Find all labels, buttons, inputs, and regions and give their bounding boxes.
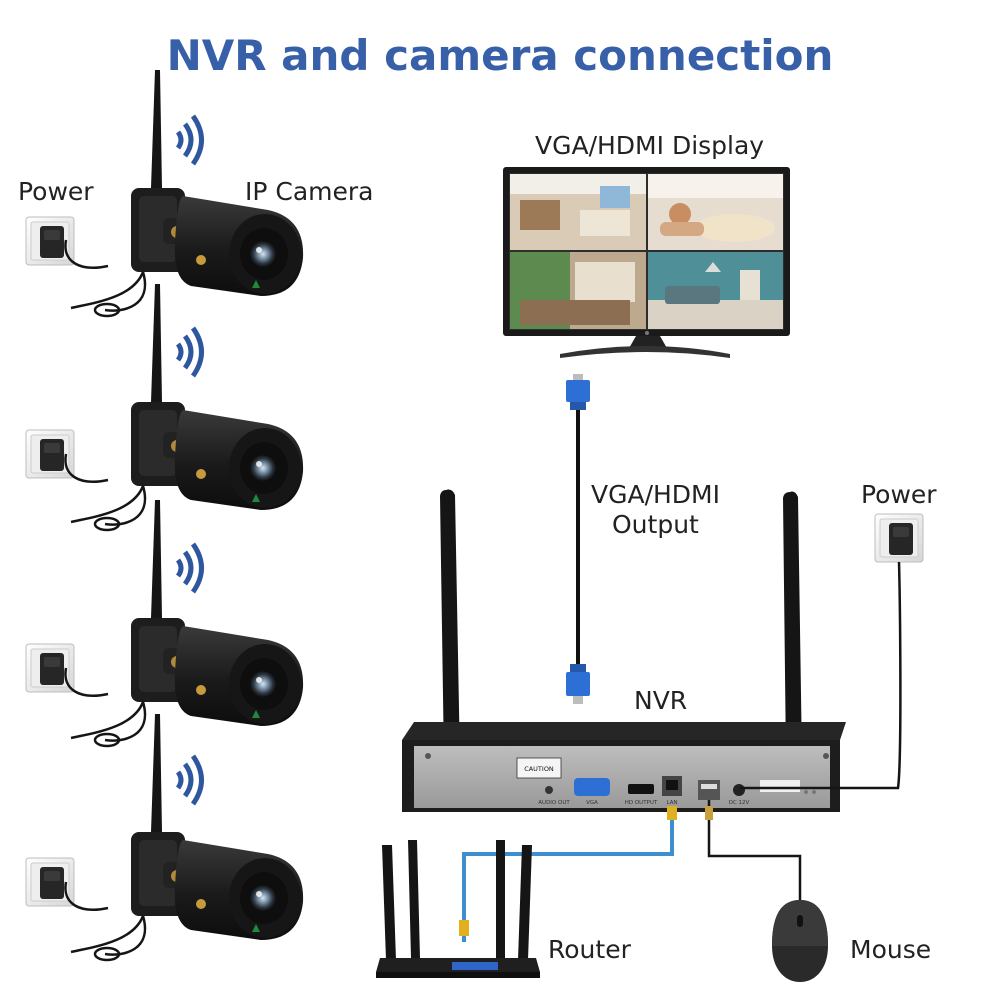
- power-adapter-icon: [874, 513, 924, 563]
- camera-row-4: [25, 712, 305, 962]
- wifi-signal-icon: [178, 544, 202, 592]
- diagram-title: NVR and camera connection: [166, 31, 834, 80]
- ip-camera-icon: [69, 282, 305, 532]
- wifi-signal-icon: [178, 756, 202, 804]
- vga-connector-icon: [566, 664, 590, 704]
- dc-port-label: DC 12V: [729, 800, 750, 806]
- ip-camera-icon: [69, 498, 305, 748]
- vga-port: [574, 778, 610, 796]
- router-label: Router: [548, 935, 631, 964]
- monitor-icon: [503, 167, 790, 358]
- router-icon: [376, 840, 540, 978]
- hd-output-label: HD OUTPUT: [625, 800, 658, 806]
- camera-row-3: [25, 498, 305, 748]
- output-label-line1: VGA/HDMI: [591, 480, 720, 509]
- mouse-label: Mouse: [850, 935, 932, 964]
- lan-cable: [459, 806, 677, 942]
- caution-label: CAUTION: [524, 765, 554, 773]
- nvr-label: NVR: [634, 686, 688, 715]
- nvr-power: [740, 513, 924, 790]
- vga-cable: [566, 374, 590, 704]
- display-label: VGA/HDMI Display: [535, 131, 765, 160]
- camera-power-label: Power: [18, 177, 94, 206]
- hdmi-port: [628, 784, 654, 794]
- vga-connector-icon: [566, 374, 590, 410]
- wifi-signal-icon: [178, 116, 202, 164]
- video-pane-1: [510, 174, 646, 250]
- ip-camera-icon: [69, 712, 305, 962]
- usb-port: [698, 780, 720, 800]
- wifi-signal-icon: [178, 328, 202, 376]
- output-label-line2: Output: [612, 510, 699, 539]
- mouse-cable: [705, 800, 802, 905]
- vga-port-label: VGA: [586, 800, 598, 806]
- ip-camera-label: IP Camera: [245, 177, 374, 206]
- lan-port-label: LAN: [666, 800, 677, 806]
- mouse-icon: [772, 900, 828, 982]
- video-pane-3: [510, 252, 646, 329]
- camera-row-2: [25, 282, 305, 532]
- nvr-device: CAUTION AUDIO OUT VGA HD OUTPUT LAN DC 1…: [402, 489, 846, 812]
- camera-row-1: [25, 68, 305, 318]
- video-pane-4: [648, 252, 783, 329]
- dc-power-port: [733, 784, 745, 796]
- audio-out-label: AUDIO OUT: [538, 800, 570, 806]
- nvr-power-label: Power: [861, 480, 937, 509]
- video-pane-2: [648, 174, 783, 250]
